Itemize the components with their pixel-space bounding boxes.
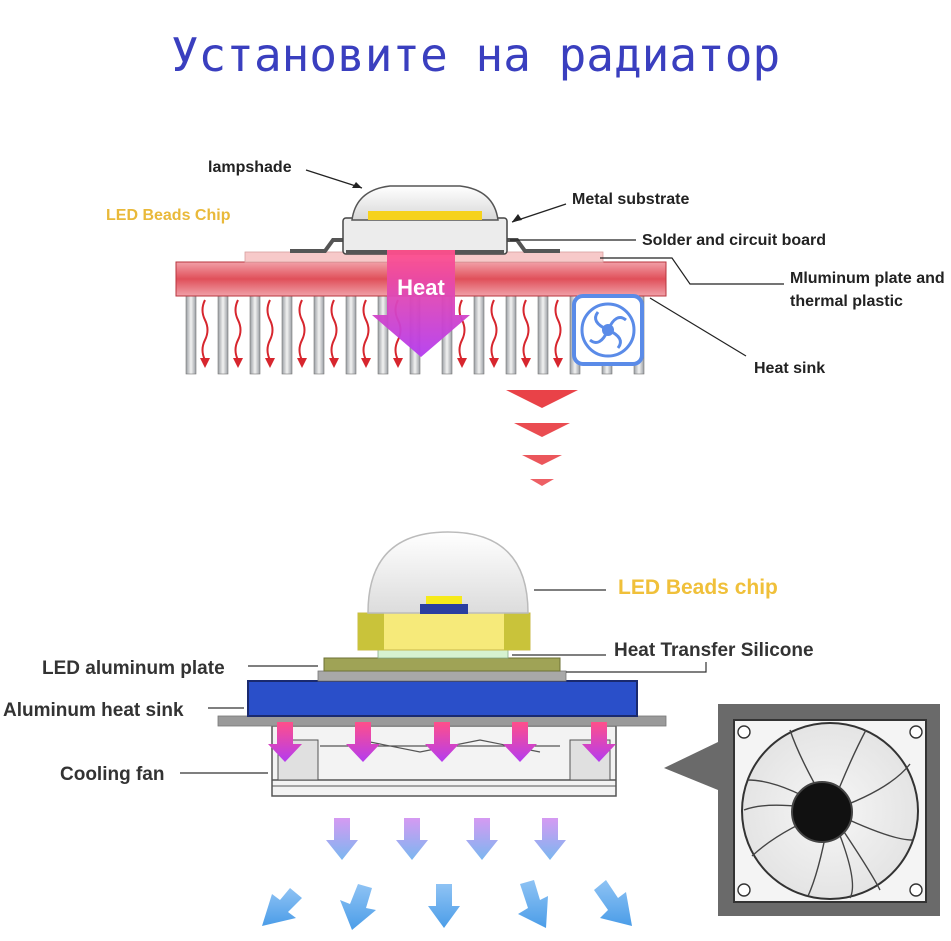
top-led-assembly: Heat [175, 185, 667, 375]
bottom-led-aluminum-plate [323, 657, 561, 672]
bottom-heat-transfer-silicone [377, 649, 509, 659]
label-solder-circuit-board: Solder and circuit board [642, 232, 826, 249]
bottom-air-arrows-row2 [262, 880, 632, 930]
label-lampshade: lampshade [208, 159, 292, 176]
label-aluminum-plate-line2: thermal plastic [790, 293, 903, 310]
top-heat-flow-arrowheads [200, 358, 563, 368]
label-aluminum-plate-line1: Mluminum plate and [790, 270, 945, 287]
top-fan-icon [572, 294, 644, 366]
label-aluminum-heat-sink: Aluminum heat sink [3, 700, 184, 721]
bottom-dome-lens [367, 531, 529, 614]
bottom-air-arrows-row1 [326, 818, 566, 860]
top-chip-phosphor [368, 211, 482, 220]
top-heat-arrow: Heat [372, 250, 470, 357]
bottom-heat-arrows [268, 722, 616, 762]
fan-closeup-callout [664, 704, 940, 916]
top-labels: lampshade LED Beads Chip Metal substrate… [106, 159, 945, 377]
label-cooling-fan: Cooling fan [60, 764, 164, 785]
label-led-beads-chip-top: LED Beads Chip [106, 207, 231, 224]
top-metal-substrate [342, 217, 508, 255]
page-title: Установите на радиатор [170, 28, 781, 82]
label-heat-transfer-silicone: Heat Transfer Silicone [614, 640, 814, 661]
bottom-aluminum-heat-sink [247, 680, 638, 717]
label-led-beads-chip-bottom: LED Beads chip [618, 576, 778, 599]
bottom-chip-die [426, 596, 462, 605]
label-led-aluminum-plate: LED aluminum plate [42, 658, 225, 679]
bottom-thin-plate [317, 670, 567, 682]
label-metal-substrate: Metal substrate [572, 191, 689, 208]
bottom-chip-body [357, 612, 531, 651]
transition-chevrons [506, 390, 578, 486]
heat-arrow-label: Heat [397, 275, 445, 300]
label-heat-sink-top: Heat sink [754, 360, 825, 377]
bottom-labels: LED Beads chip Heat Transfer Silicone LE… [3, 576, 814, 785]
bottom-led-assembly [217, 531, 940, 930]
top-heat-flow-lines [201, 299, 562, 361]
